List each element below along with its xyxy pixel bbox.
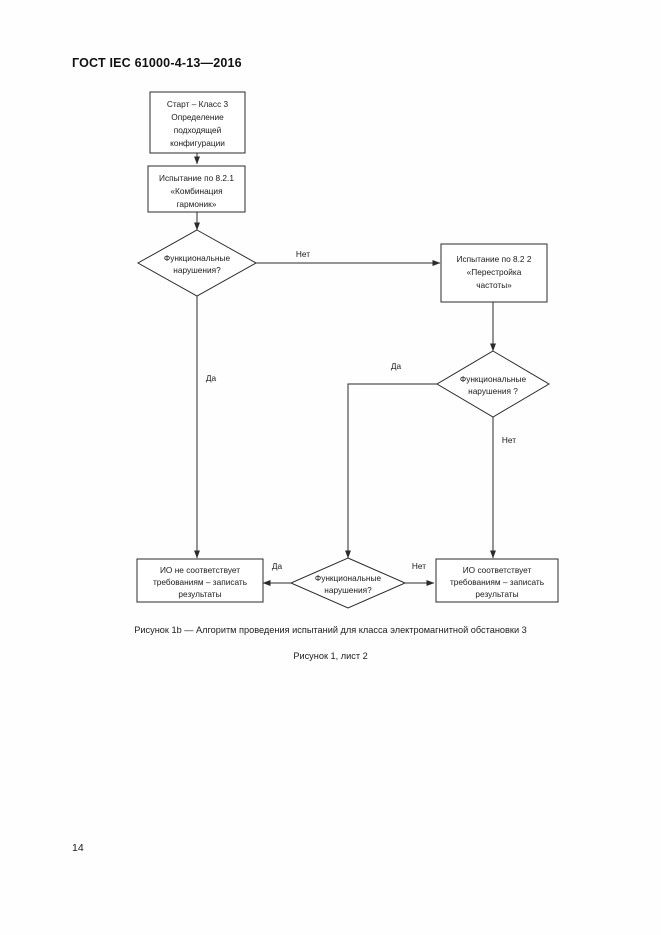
edge-label-decision2-yes: Да [391,361,402,371]
node-decision-2: Функциональные нарушения ? [436,350,550,418]
flowchart-figure: Старт – Класс 3 Определение подходящей к… [0,80,661,620]
connector-decision2-yes-to-decision3 [345,383,437,559]
fail-result-box [136,558,264,603]
test821-line-3: гармоник» [177,199,217,209]
document-header: ГОСТ IEC 61000-4-13—2016 [72,56,242,70]
edge-label-decision3-yes: Да [272,561,283,571]
edge-label-decision1-yes: Да [206,373,217,383]
decision2-line-2: нарушения ? [468,386,518,396]
start-line-1: Старт – Класс 3 [167,99,229,109]
node-pass-result: ИО соответствует требованиям – записать … [435,558,559,603]
node-start: Старт – Класс 3 Определение подходящей к… [149,91,246,154]
test821-line-2: «Комбинация [170,186,222,196]
start-line-4: конфигурации [170,138,225,148]
pass-result-box [435,558,559,603]
decision1-line-2: нарушения? [173,265,221,275]
pass-line-2: требованиям – записать [450,577,544,587]
edge-label-decision2-no: Нет [502,435,516,445]
decision3-diamond [289,557,407,609]
edge-label-decision3-no: Нет [412,561,426,571]
fail-line-2: требованиям – записать [153,577,247,587]
page-number: 14 [72,842,84,854]
fail-line-3: результаты [178,589,221,599]
test822-line-1: Испытание по 8.2 2 [457,254,532,264]
node-decision-3: Функциональные нарушения? [289,557,407,609]
test822-box [440,243,548,303]
node-test-821: Испытание по 8.2.1 «Комбинация гармоник» [147,165,246,213]
decision3-line-2: нарушения? [324,585,372,595]
node-fail-result: ИО не соответствует требованиям – записа… [136,558,264,603]
decision3-line-1: Функциональные [315,573,382,583]
fail-line-1: ИО не соответствует [160,565,240,575]
flowchart-svg: Старт – Класс 3 Определение подходящей к… [136,91,559,609]
pass-line-1: ИО соответствует [463,565,532,575]
test821-line-1: Испытание по 8.2.1 [159,173,234,183]
node-decision-1: Функциональные нарушения? [136,229,258,297]
figure-caption: Рисунок 1b — Алгоритм проведения испытан… [134,625,527,635]
start-line-3: подходящей [174,125,222,135]
test822-line-2: «Перестройка [467,267,522,277]
decision2-line-1: Функциональные [460,374,527,384]
start-box [149,91,246,154]
decision1-line-1: Функциональные [164,253,231,263]
edge-label-decision1-no: Нет [296,249,310,259]
pass-line-3: результаты [475,589,518,599]
node-test-822: Испытание по 8.2 2 «Перестройка частоты» [440,243,548,303]
test821-box [147,165,246,213]
decision1-diamond [136,229,258,297]
decision2-diamond [436,350,550,418]
test822-line-3: частоты» [476,280,512,290]
start-line-2: Определение [171,112,224,122]
figure-subcaption: Рисунок 1, лист 2 [293,651,368,661]
